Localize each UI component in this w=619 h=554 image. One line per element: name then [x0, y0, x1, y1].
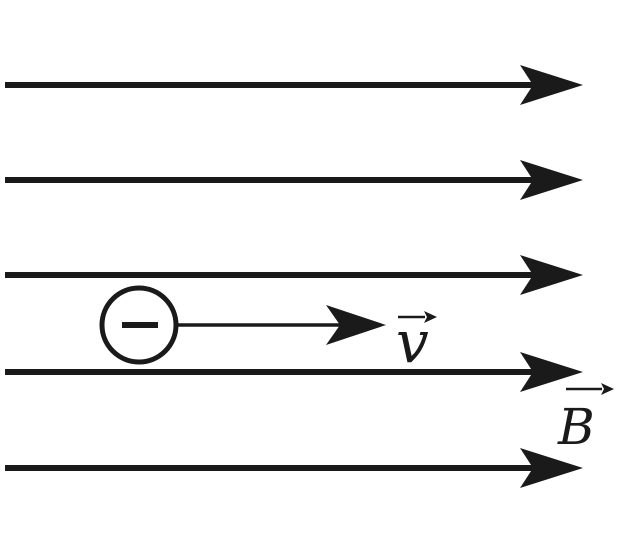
- field-line: [5, 65, 583, 105]
- v-vector-mark-icon: [398, 311, 437, 323]
- field-line: [5, 448, 583, 488]
- negative-charge-particle: [99, 285, 179, 365]
- field-line: [5, 352, 583, 392]
- velocity-arrow: [176, 305, 386, 345]
- b-vector-mark-icon: [566, 383, 614, 395]
- velocity-label: v: [396, 308, 429, 376]
- magnetic-field-label: B: [558, 398, 595, 456]
- field-line: [5, 255, 583, 295]
- field-lines: [5, 65, 583, 488]
- field-line: [5, 160, 583, 200]
